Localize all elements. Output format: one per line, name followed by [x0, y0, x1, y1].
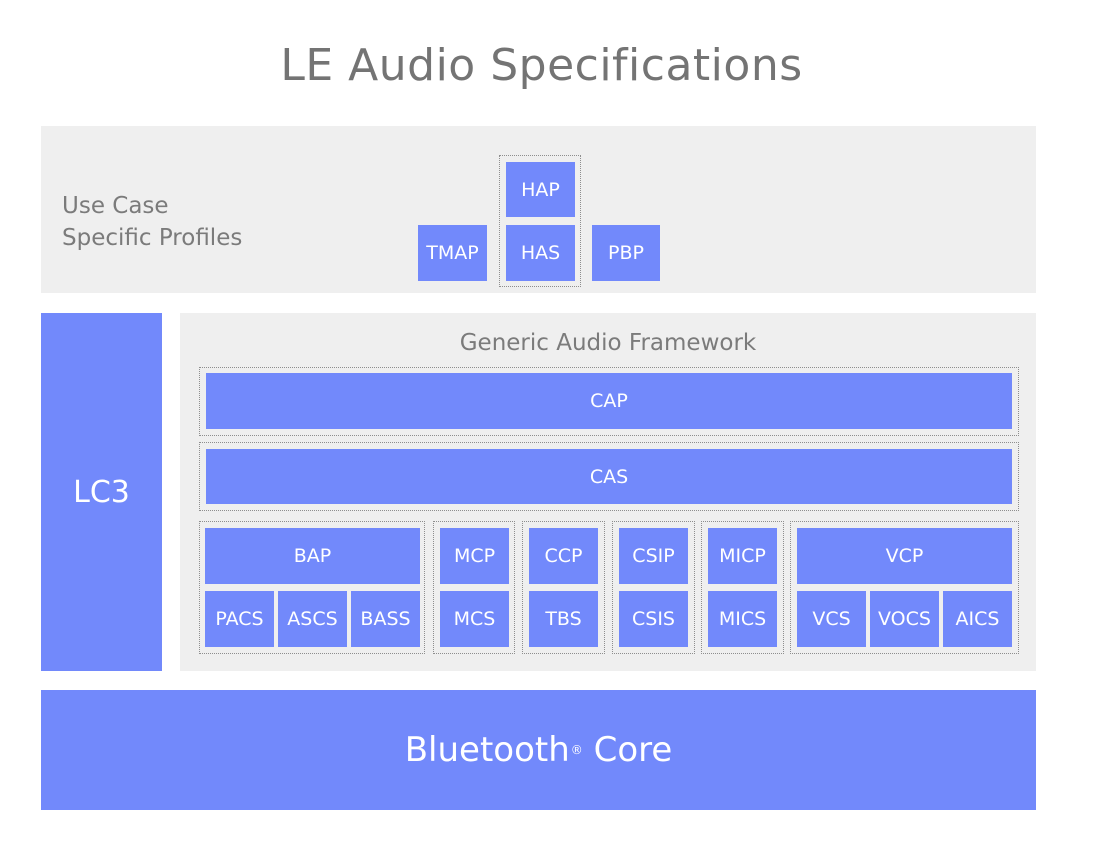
use-case-label-line2: Specific Profiles — [62, 225, 243, 251]
lc3-block: LC3 — [41, 313, 162, 671]
mcp-group — [433, 521, 515, 654]
micp-group — [701, 521, 784, 654]
vocs-block: VOCS — [870, 591, 939, 647]
mcs-block: MCS — [440, 591, 509, 647]
cas-group — [199, 442, 1019, 511]
vcs-block: VCS — [797, 591, 866, 647]
bap-group — [199, 521, 425, 654]
bluetooth-core-label: Bluetooth — [404, 730, 570, 770]
generic-audio-framework-label: Generic Audio Framework — [459, 330, 757, 356]
csip-group — [612, 521, 695, 654]
has-block: HAS — [506, 225, 575, 281]
aics-block: AICS — [943, 591, 1012, 647]
pacs-block: PACS — [205, 591, 274, 647]
mcp-block: MCP — [440, 528, 509, 584]
cas-block: CAS — [206, 449, 1012, 504]
bap-block: BAP — [205, 528, 420, 584]
bluetooth-core-block: Bluetooth® Core — [41, 690, 1036, 810]
hap-has-group — [499, 155, 581, 287]
mics-block: MICS — [708, 591, 777, 647]
cap-block: CAP — [206, 373, 1012, 429]
use-case-label-line1: Use Case — [62, 193, 169, 219]
vcp-block: VCP — [797, 528, 1012, 584]
cap-group — [199, 367, 1019, 436]
bass-block: BASS — [351, 591, 420, 647]
ccp-group — [522, 521, 605, 654]
tbs-block: TBS — [529, 591, 598, 647]
csis-block: CSIS — [619, 591, 688, 647]
tmap-block: TMAP — [418, 225, 487, 281]
use-case-label: Use Case Specific Profiles — [62, 190, 242, 254]
page-title: LE Audio Specifications — [280, 40, 803, 91]
bluetooth-core-suffix: Core — [582, 730, 673, 770]
vcp-group — [790, 521, 1019, 654]
pbp-block: PBP — [592, 225, 660, 281]
registered-mark: ® — [570, 743, 583, 757]
csip-block: CSIP — [619, 528, 688, 584]
ccp-block: CCP — [529, 528, 598, 584]
ascs-block: ASCS — [278, 591, 347, 647]
micp-block: MICP — [708, 528, 777, 584]
hap-block: HAP — [506, 162, 575, 217]
